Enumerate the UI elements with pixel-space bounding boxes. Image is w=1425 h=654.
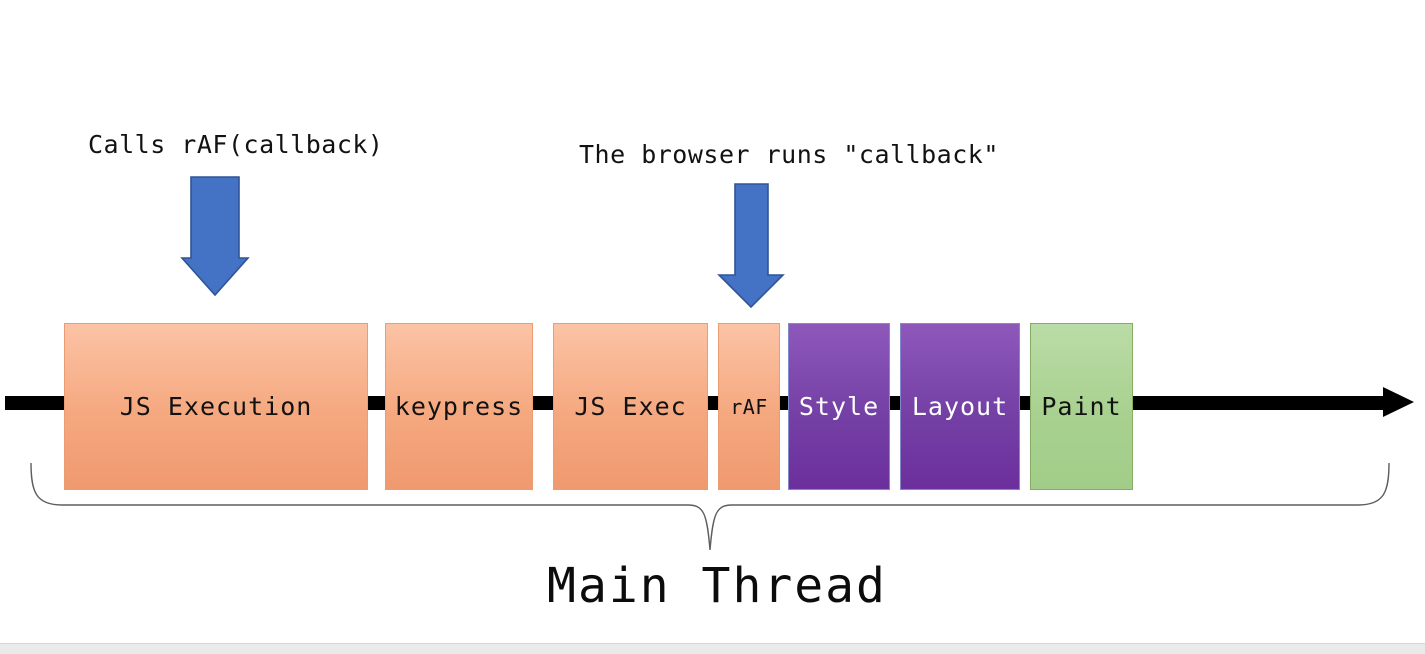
block-layout: Layout (900, 323, 1020, 490)
main-thread-brace (30, 462, 1390, 551)
main-thread-label: Main Thread (547, 558, 887, 614)
block-js-execution: JS Execution (64, 323, 368, 490)
raf-call-down-arrow-icon (180, 176, 250, 297)
callback-run-annotation: The browser runs "callback" (579, 140, 999, 169)
block-keypress: keypress (385, 323, 533, 490)
callback-run-down-arrow-icon (717, 183, 785, 309)
block-raf: rAF (718, 323, 780, 490)
block-style: Style (788, 323, 890, 490)
raf-call-annotation: Calls rAF(callback) (88, 130, 384, 159)
block-js-exec: JS Exec (553, 323, 708, 490)
timeline-arrowhead-icon (1383, 387, 1414, 417)
block-paint: Paint (1030, 323, 1133, 490)
bottom-edge-strip (0, 643, 1425, 654)
